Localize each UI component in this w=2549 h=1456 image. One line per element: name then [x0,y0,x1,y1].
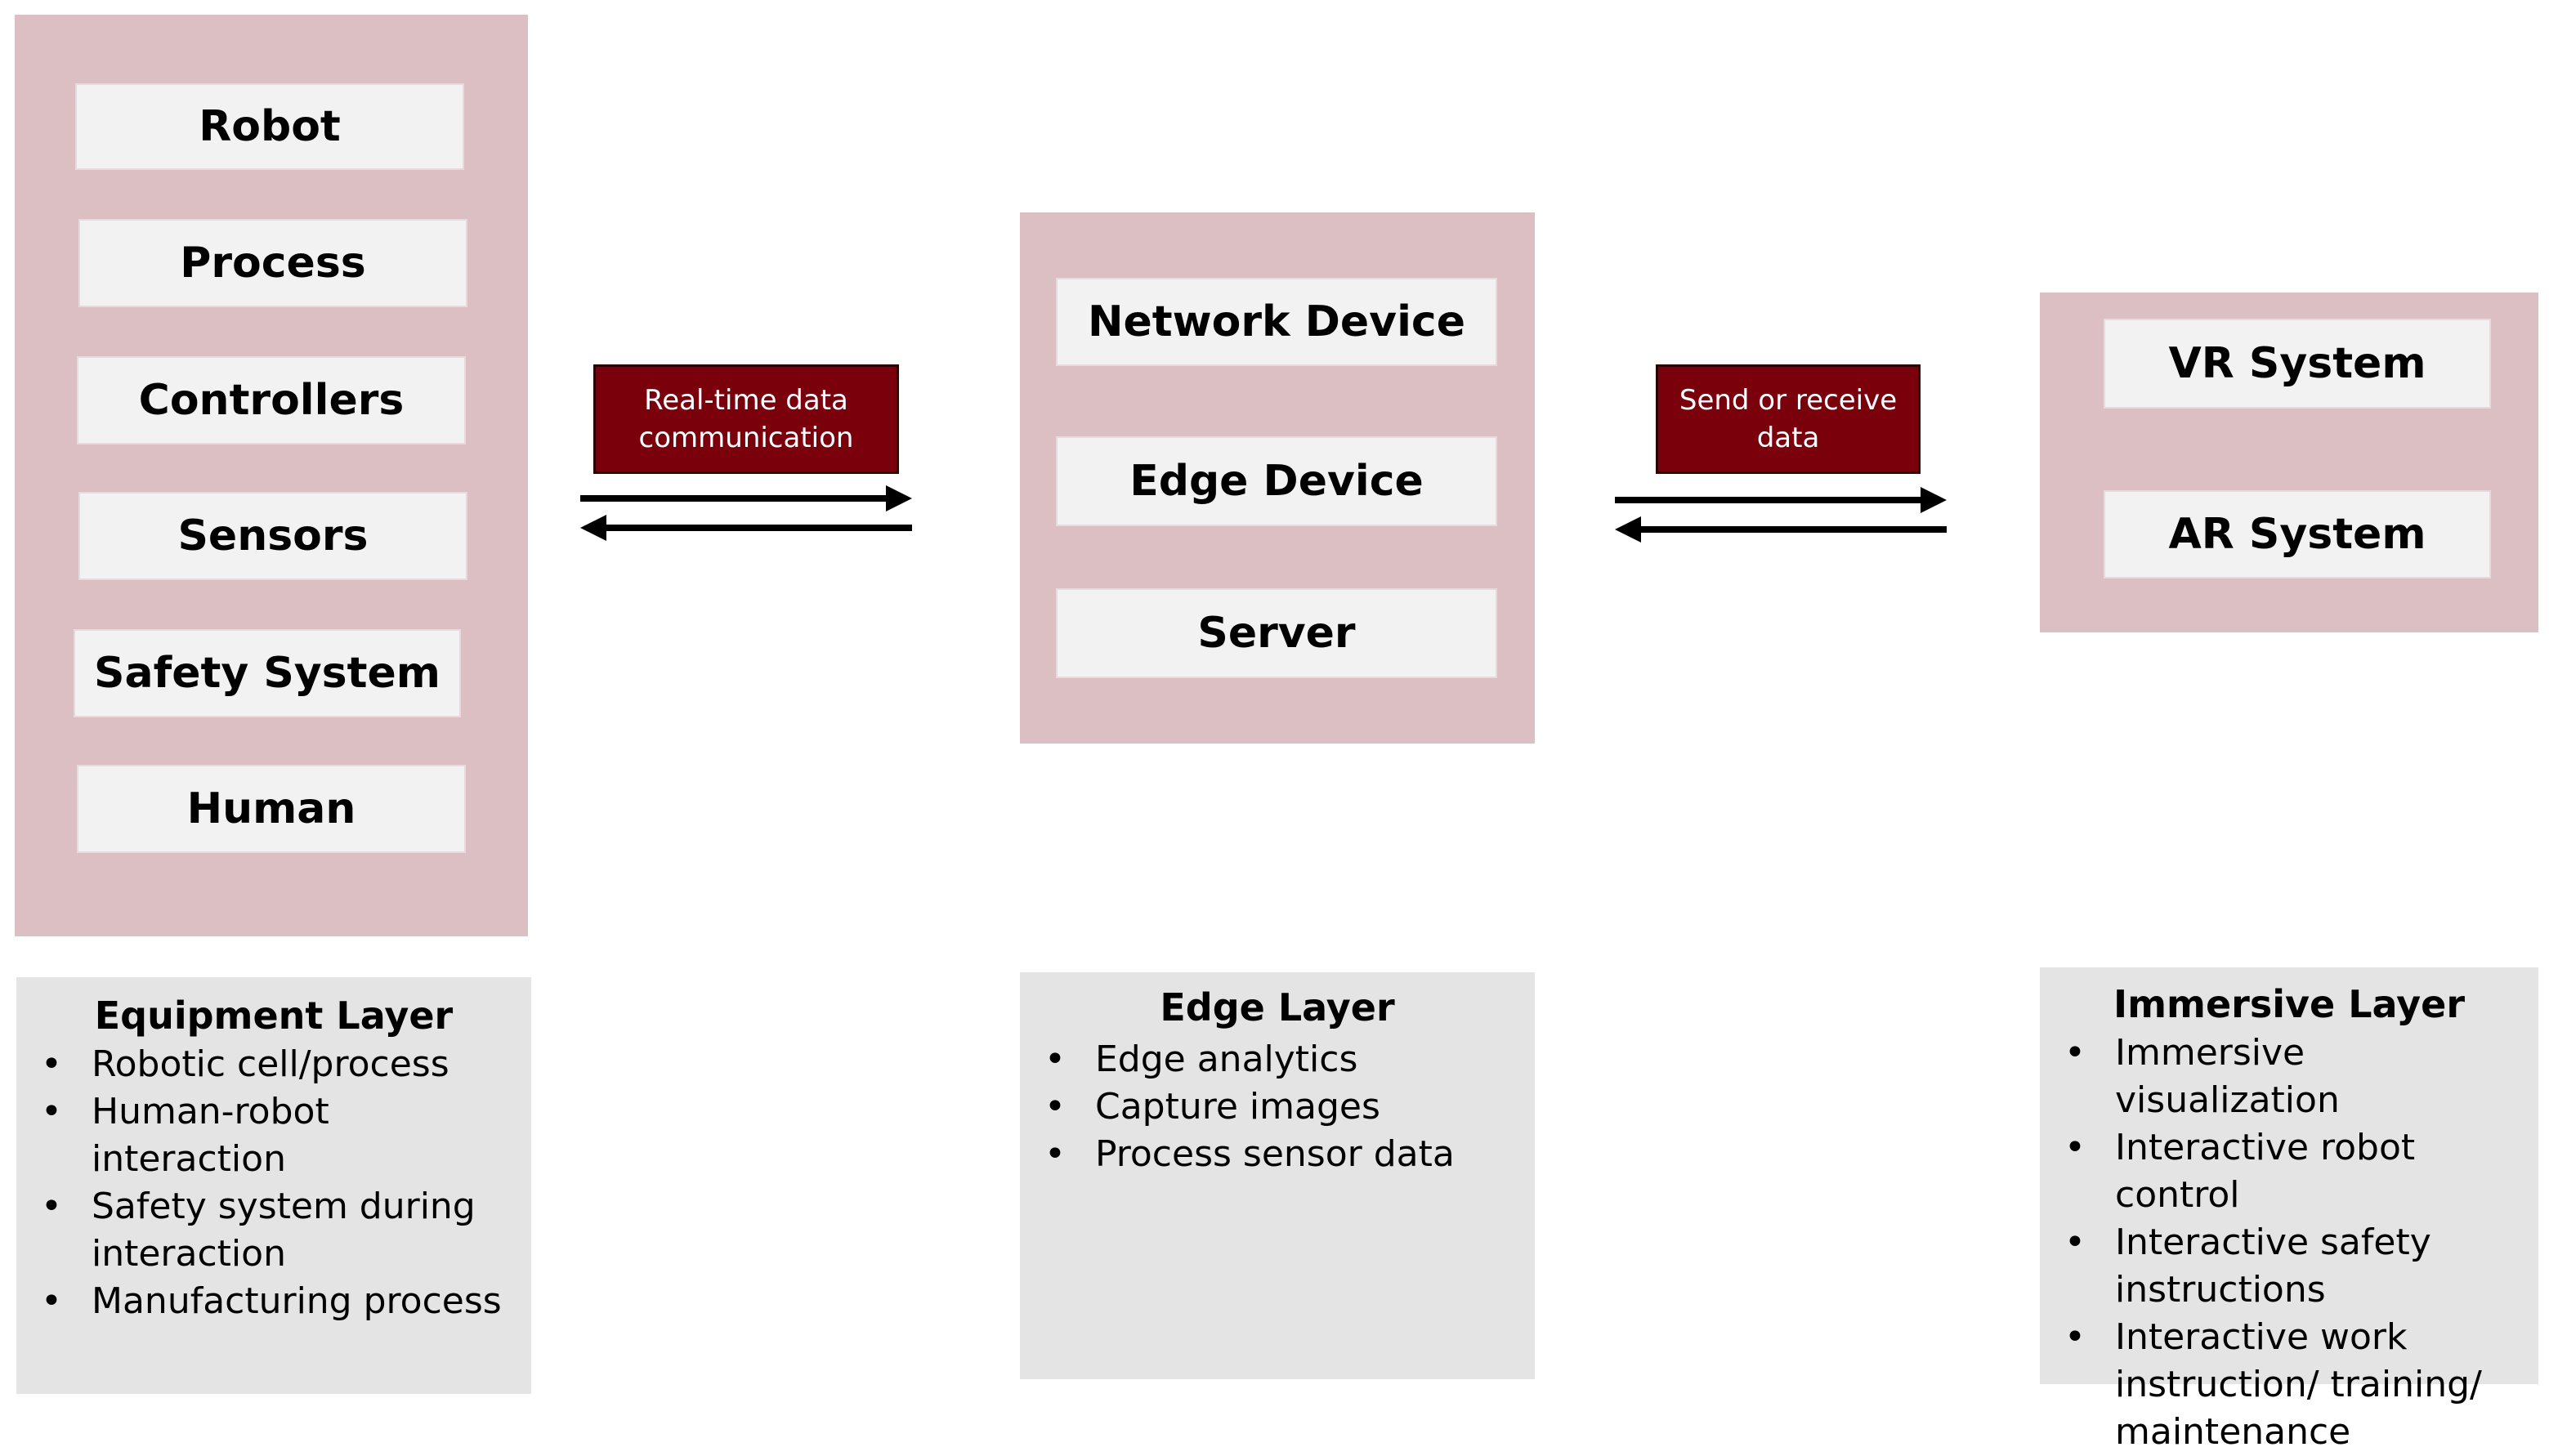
server-label: Server [1197,609,1356,658]
send-receive-label: Send or receive data [1656,364,1921,474]
list-item: Human-robot interaction [41,1088,523,1183]
process-label: Process [180,239,366,288]
list-item: Process sensor data [1044,1131,1527,1178]
safety-system-box: Safety System [75,631,459,716]
safety-system-label: Safety System [94,649,440,698]
connection-arrows [580,485,1947,543]
arrow-right-head [886,485,912,511]
send-receive-label-line2: data [1756,422,1820,454]
robot-label: Robot [199,102,341,151]
realtime-label-line1: Real-time data [644,384,848,417]
edge-bullet-list: Edge analytics Capture images Process se… [1044,1036,1527,1178]
edge-layer-title: Edge Layer [1160,985,1395,1029]
network-device-box: Network Device [1058,279,1496,364]
list-item: Edge analytics [1044,1036,1527,1083]
controllers-label: Controllers [138,376,405,425]
immersive-layer-title: Immersive Layer [2113,982,2465,1026]
list-item: Interactive robot control [2064,1124,2530,1219]
robot-box: Robot [77,85,463,168]
list-item: Interactive safety instructions [2064,1219,2530,1314]
server-box: Server [1058,590,1496,677]
realtime-communication-label: Real-time data communication [593,364,899,474]
edge-device-label: Edge Device [1129,457,1424,506]
vr-system-box: VR System [2105,320,2489,407]
equipment-info-box: Equipment Layer Robotic cell/process Hum… [16,977,531,1394]
list-item: Immersive visualization [2064,1029,2530,1124]
equipment-layer-title: Equipment Layer [94,994,454,1038]
arrow-left-head [1615,516,1641,543]
human-label: Human [186,784,356,833]
list-item: Manufacturing process [41,1278,523,1325]
process-box: Process [80,221,466,306]
arrow-left-head [580,515,606,541]
send-receive-label-line1: Send or receive [1679,384,1898,417]
list-item: Capture images [1044,1083,1527,1131]
edge-info-box: Edge Layer Edge analytics Capture images… [1020,972,1535,1379]
sensors-box: Sensors [80,494,466,578]
controllers-box: Controllers [78,358,464,443]
sensors-label: Sensors [177,511,369,561]
list-item: Robotic cell/process [41,1041,523,1088]
equipment-bullet-list: Robotic cell/process Human-robot interac… [41,1041,523,1325]
edge-device-box: Edge Device [1058,438,1496,525]
human-box: Human [78,766,464,851]
ar-system-box: AR System [2105,492,2489,577]
right-bidirectional-arrow [1615,487,1947,543]
realtime-label-line2: communication [638,422,854,454]
arrow-right-head [1921,487,1947,513]
left-bidirectional-arrow [580,485,912,541]
vr-system-label: VR System [2168,339,2426,388]
list-item: Safety system during interaction [41,1183,523,1278]
network-device-label: Network Device [1088,297,1465,346]
ar-system-label: AR System [2168,510,2426,559]
